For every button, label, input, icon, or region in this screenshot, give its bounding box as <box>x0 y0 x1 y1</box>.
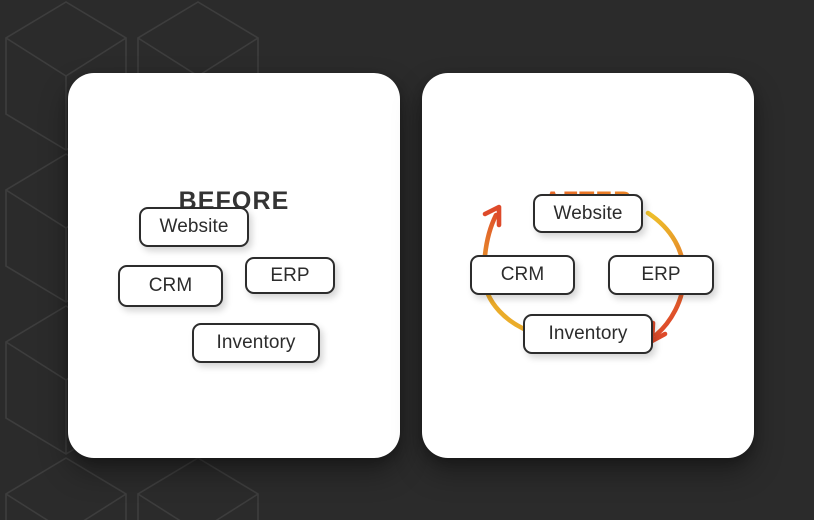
node-inventory-after[interactable]: Inventory <box>523 314 653 354</box>
node-crm-after[interactable]: CRM <box>470 255 575 295</box>
panel-after: AFTER <box>422 73 754 458</box>
node-website-after[interactable]: Website <box>533 194 643 233</box>
node-inventory-before[interactable]: Inventory <box>192 323 320 363</box>
node-erp-after[interactable]: ERP <box>608 255 714 295</box>
node-erp-before[interactable]: ERP <box>245 257 335 294</box>
node-website-before[interactable]: Website <box>139 207 249 247</box>
node-crm-before[interactable]: CRM <box>118 265 223 307</box>
panel-before: BEFORE Website CRM ERP Inventory <box>68 73 400 458</box>
